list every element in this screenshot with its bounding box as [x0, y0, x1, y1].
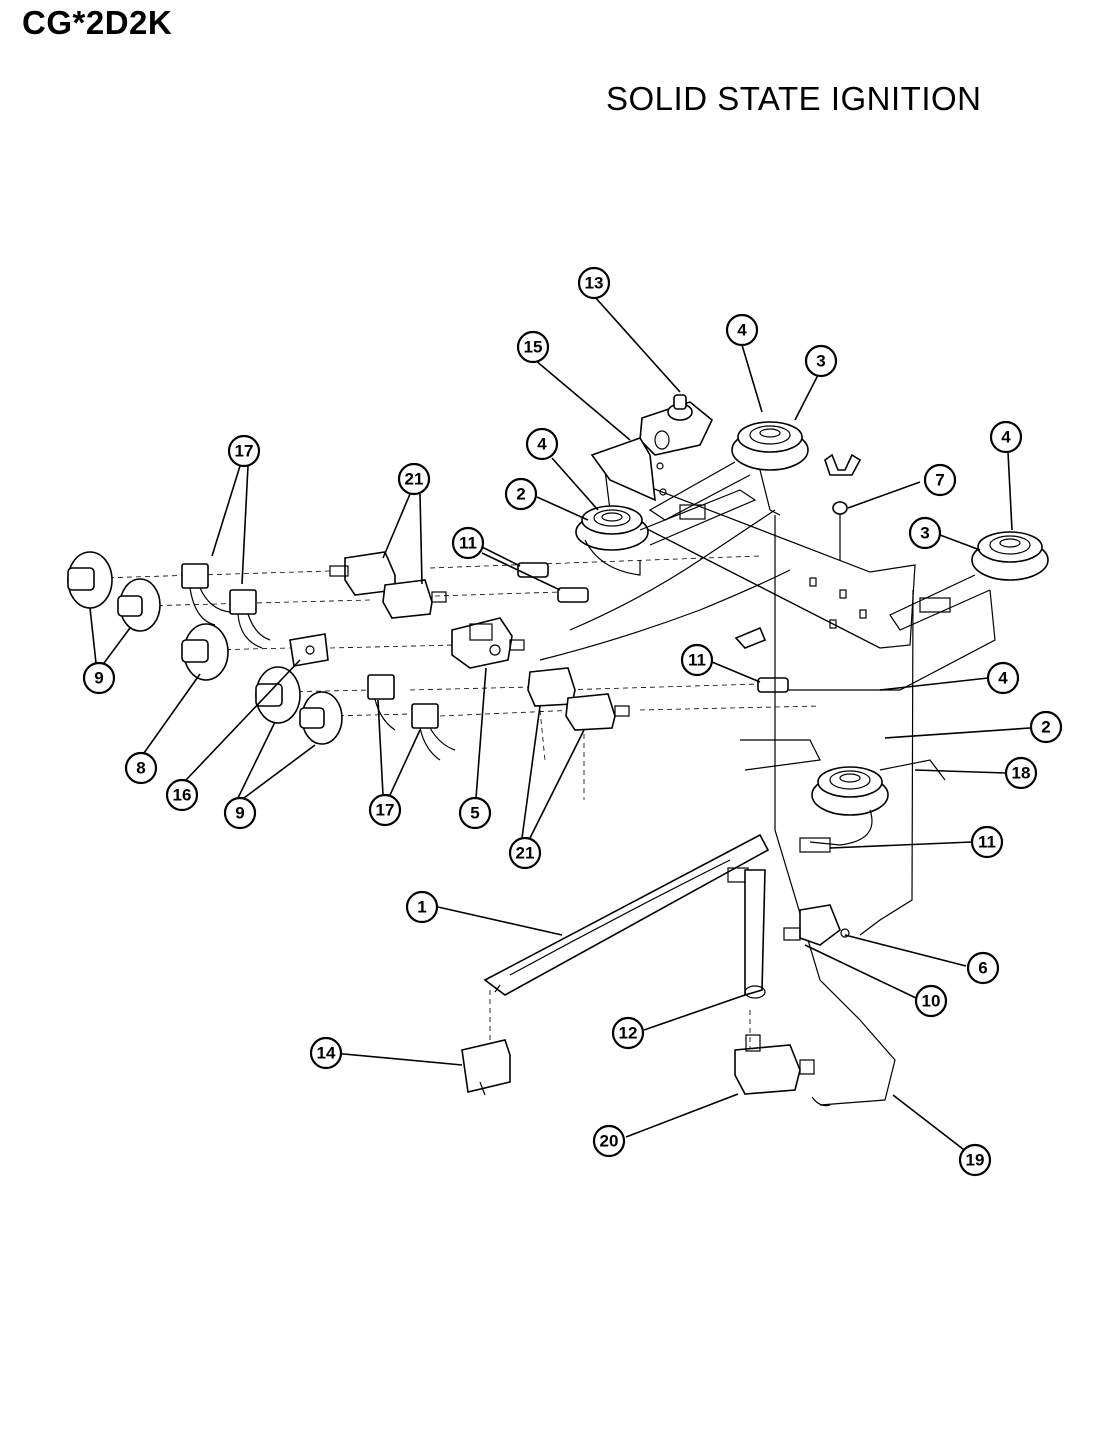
svg-text:3: 3 — [920, 524, 929, 543]
pressure-regulator — [451, 617, 525, 669]
svg-text:6: 6 — [978, 959, 987, 978]
burner-valves — [329, 551, 630, 731]
callout-19: 19 — [958, 1143, 992, 1177]
svg-text:10: 10 — [922, 992, 941, 1011]
electrode — [824, 453, 862, 560]
burner-front-left — [799, 759, 946, 853]
oven-mixer-tube — [744, 869, 766, 999]
module-bracket — [590, 437, 667, 502]
callout-9: 9 — [223, 796, 257, 830]
svg-text:14: 14 — [317, 1044, 336, 1063]
callout-11: 11 — [970, 825, 1004, 859]
burner-rear-right — [648, 421, 809, 521]
oven-pilot — [783, 904, 850, 946]
svg-text:20: 20 — [600, 1132, 619, 1151]
svg-text:7: 7 — [935, 471, 944, 490]
model-number: CG*2D2K — [22, 4, 173, 41]
svg-text:21: 21 — [516, 844, 535, 863]
leader-lines — [89, 295, 1031, 1157]
callout-1: 1 — [405, 890, 439, 924]
callout-20: 20 — [592, 1124, 626, 1158]
svg-text:16: 16 — [173, 786, 192, 805]
frame-clip — [734, 626, 767, 649]
svg-text:19: 19 — [966, 1151, 985, 1170]
svg-text:12: 12 — [619, 1024, 638, 1043]
callout-4: 4 — [986, 661, 1020, 695]
callout-6: 6 — [966, 951, 1000, 985]
svg-text:8: 8 — [136, 759, 145, 778]
callout-2: 2 — [504, 477, 538, 511]
callout-16: 16 — [165, 778, 199, 812]
callout-8: 8 — [124, 751, 158, 785]
callout-15: 15 — [516, 330, 550, 364]
callout-11: 11 — [680, 643, 714, 677]
svg-text:21: 21 — [405, 470, 424, 489]
svg-text:17: 17 — [376, 801, 395, 820]
gas-lines — [539, 509, 914, 1106]
svg-text:15: 15 — [524, 338, 543, 357]
burner-frame — [604, 469, 916, 771]
knobs — [67, 551, 343, 745]
callout-4: 4 — [989, 420, 1023, 454]
callout-13: 13 — [577, 266, 611, 300]
callout-17: 17 — [227, 434, 261, 468]
svg-text:4: 4 — [737, 321, 747, 340]
svg-text:2: 2 — [1041, 718, 1050, 737]
callout-11: 11 — [451, 526, 485, 560]
callout-5: 5 — [458, 796, 492, 830]
svg-text:4: 4 — [537, 435, 547, 454]
svg-text:9: 9 — [235, 804, 244, 823]
callout-3: 3 — [908, 516, 942, 550]
switch-bracket — [289, 633, 329, 667]
callout-4: 4 — [725, 313, 759, 347]
ignition-module — [639, 394, 713, 456]
burner-bracket — [461, 1039, 511, 1096]
callout-21: 21 — [397, 462, 431, 496]
svg-text:9: 9 — [94, 669, 103, 688]
svg-text:4: 4 — [1001, 428, 1011, 447]
oven-valve — [734, 1034, 831, 1107]
svg-text:11: 11 — [459, 534, 477, 553]
burner-rear-left — [575, 489, 757, 576]
svg-text:1: 1 — [417, 898, 426, 917]
svg-text:18: 18 — [1012, 764, 1031, 783]
callout-17: 17 — [368, 793, 402, 827]
callout-14: 14 — [309, 1036, 343, 1070]
svg-text:3: 3 — [816, 352, 825, 371]
svg-text:4: 4 — [998, 669, 1008, 688]
ignition-switches — [181, 563, 456, 761]
burner-front-right — [770, 531, 1049, 691]
callout-10: 10 — [914, 984, 948, 1018]
svg-text:2: 2 — [516, 485, 525, 504]
svg-text:11: 11 — [688, 651, 706, 670]
callout-18: 18 — [1004, 756, 1038, 790]
callout-2: 2 — [1029, 710, 1063, 744]
callout-7: 7 — [923, 463, 957, 497]
callout-9: 9 — [82, 661, 116, 695]
callout-12: 12 — [611, 1016, 645, 1050]
callout-21: 21 — [508, 836, 542, 870]
svg-text:13: 13 — [585, 274, 604, 293]
svg-text:5: 5 — [470, 804, 479, 823]
svg-text:17: 17 — [235, 442, 254, 461]
callout-3: 3 — [804, 344, 838, 378]
callout-4: 4 — [525, 427, 559, 461]
diagram-title: SOLID STATE IGNITION — [606, 80, 982, 117]
svg-text:11: 11 — [978, 833, 996, 852]
